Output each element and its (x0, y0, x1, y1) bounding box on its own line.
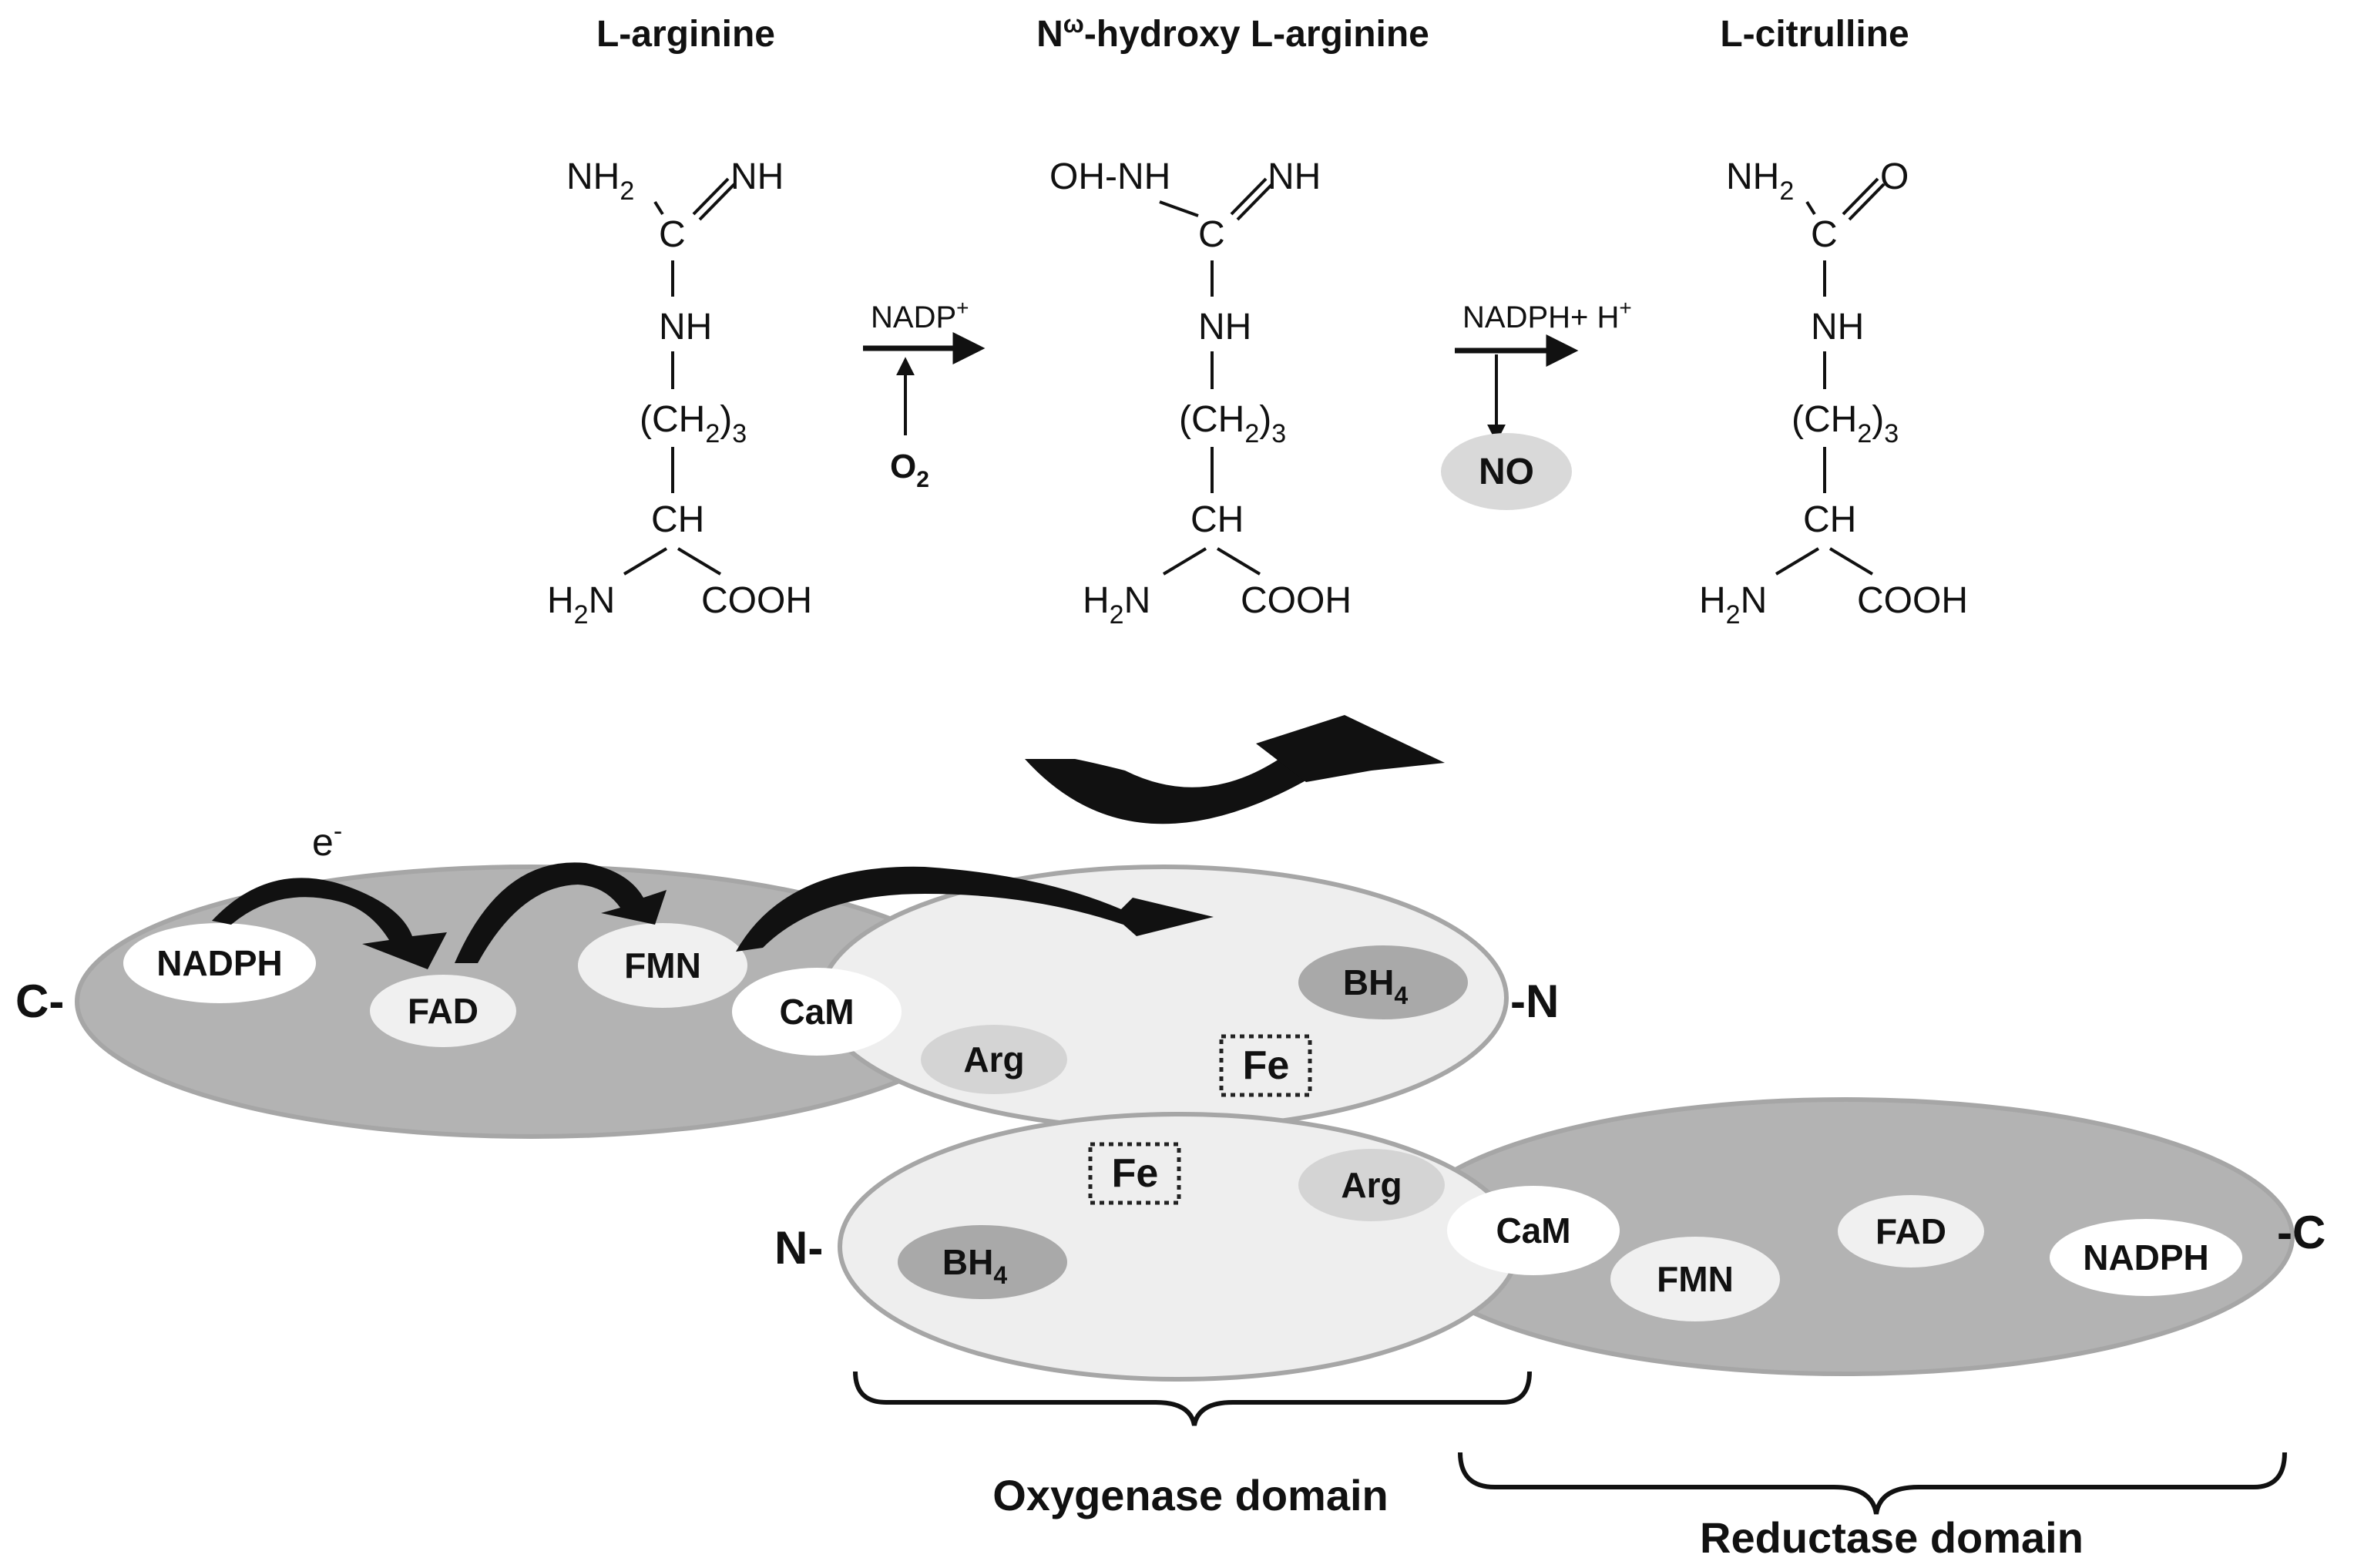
upper-arg-label: Arg (963, 1039, 1024, 1079)
upper-fad-bubble (370, 975, 516, 1047)
upper-nadph-label: NADPH (156, 943, 283, 983)
lower-nadph-bubble (2050, 1219, 2242, 1296)
upper-bh4-bubble (1298, 945, 1468, 1019)
mol-text: O (1880, 156, 1909, 197)
mol-text: NH (730, 156, 784, 197)
lower-arg-bubble (1298, 1149, 1445, 1221)
mol-text: C (1198, 214, 1225, 255)
reaction-step-1: NADP+ O2 (863, 296, 986, 492)
upper-arg-bubble (921, 1025, 1067, 1094)
lower-monomer: N- -C Fe Arg BH4 CaM FMN FAD NADPH (774, 1097, 2325, 1382)
mol-text: NH2 (1726, 156, 1794, 206)
mol-text: OH-NH (1049, 156, 1170, 197)
mol-text: CH (1190, 499, 1244, 540)
electron-arrow-fad-fmn (455, 862, 667, 963)
lower-fmn-bubble (1610, 1237, 1780, 1321)
upper-cam-bubble (732, 968, 902, 1056)
mol-text: NH (1268, 156, 1321, 197)
o2-label: O2 (890, 448, 929, 492)
curved-reaction-arrowhead (1256, 715, 1445, 782)
no-label: NO (1479, 452, 1534, 492)
oxygenase-domain-label: Oxygenase domain (992, 1471, 1389, 1519)
lower-n-terminus: N- (774, 1222, 823, 1274)
title-hydroxy-l-arginine: Nω-hydroxy L-arginine (1036, 10, 1429, 55)
reaction-step-2: NADPH+ H+ NO (1441, 296, 1632, 510)
upper-cam-label: CaM (779, 992, 854, 1032)
lower-fad-label: FAD (1875, 1211, 1946, 1251)
electron-arrow-fmn-heme (736, 866, 1214, 952)
domain-braces: Oxygenase domain Reductase domain (853, 1371, 2287, 1562)
upper-fmn-label: FMN (624, 945, 701, 985)
upper-n-terminus: -N (1510, 975, 1559, 1027)
electron-label: e- (312, 817, 342, 864)
mol-text: H2N (547, 580, 615, 630)
reductase-brace (1458, 1452, 2287, 1515)
mol-text: CH (651, 499, 704, 540)
upper-c-terminus: C- (15, 975, 64, 1027)
lower-fmn-label: FMN (1657, 1259, 1734, 1299)
mol-text: (CH2)3 (1179, 399, 1286, 448)
upper-fad-label: FAD (408, 991, 479, 1031)
mol-text: C (659, 214, 686, 255)
mol-text: (CH2)3 (1792, 399, 1899, 448)
lower-cam-bubble (1447, 1186, 1620, 1275)
structure-hydroxy-l-arginine: OH-NH NH C NH (CH2)3 CH H2N COOH (1049, 156, 1352, 630)
upper-bh4-label: BH4 (1343, 962, 1408, 1009)
mol-text: COOH (701, 580, 812, 621)
nadph-h-label: NADPH+ H+ (1462, 296, 1632, 334)
mol-text: COOH (1857, 580, 1968, 621)
mol-text: (CH2)3 (640, 399, 747, 448)
lower-arg-label: Arg (1341, 1165, 1402, 1205)
mol-text: COOH (1241, 580, 1352, 621)
title-l-arginine: L-arginine (596, 14, 775, 55)
curved-reaction-arrow (1025, 759, 1310, 824)
structure-l-citrulline: NH2 O C NH (CH2)3 CH H2N COOH (1699, 156, 1968, 630)
nadp-label: NADP+ (871, 296, 969, 334)
lower-fad-bubble (1838, 1195, 1984, 1267)
mol-text: NH2 (566, 156, 634, 206)
upper-fe-label: Fe (1243, 1043, 1290, 1088)
lower-c-terminus: -C (2277, 1207, 2325, 1258)
no-bubble (1441, 433, 1572, 510)
title-l-citrulline: L-citrulline (1720, 14, 1909, 55)
reductase-domain-label: Reductase domain (1700, 1513, 2084, 1562)
mol-text: H2N (1083, 580, 1150, 630)
mol-text: NH (1198, 307, 1251, 348)
mol-text: H2N (1699, 580, 1767, 630)
lower-cam-label: CaM (1496, 1210, 1570, 1251)
mol-text: NH (1811, 307, 1864, 348)
mol-text: C (1811, 214, 1838, 255)
lower-fe-label: Fe (1112, 1151, 1159, 1196)
lower-nadph-label: NADPH (2083, 1237, 2209, 1278)
oxygenase-brace (853, 1371, 1532, 1426)
upper-nadph-bubble (123, 923, 316, 1003)
lower-bh4-label: BH4 (942, 1242, 1007, 1289)
upper-fmn-bubble (578, 923, 747, 1008)
lower-bh4-bubble (898, 1225, 1067, 1299)
electron-arrow-nadph-fad (212, 878, 447, 969)
mol-text: NH (659, 307, 712, 348)
mol-text: CH (1803, 499, 1856, 540)
structure-l-arginine: NH2 NH C NH (CH2)3 CH H2N COOH (547, 156, 812, 630)
electron-transfer-arrows: e- (212, 817, 1214, 969)
